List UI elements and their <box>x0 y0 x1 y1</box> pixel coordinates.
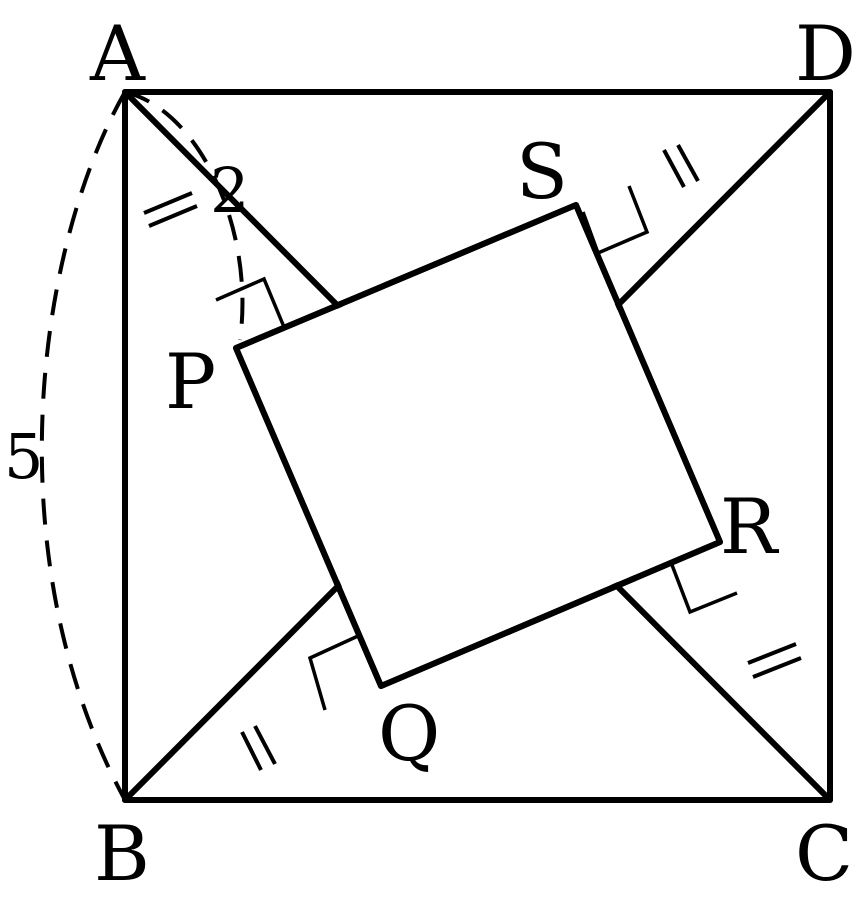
tick-marks-ap <box>143 191 198 228</box>
vertex-label-c: C <box>795 809 853 898</box>
right-angle-r <box>670 564 738 615</box>
dashed-arc-ap <box>124 90 245 341</box>
vertex-label-a: A <box>89 9 146 98</box>
segment-ap-label: 2 <box>210 154 249 227</box>
right-angle-q <box>307 634 359 711</box>
vertex-label-r: R <box>720 482 780 571</box>
side-length-label: 5 <box>4 420 43 493</box>
vertex-label-s: S <box>516 127 568 216</box>
vertex-label-p: P <box>165 337 216 426</box>
inner-square-outline <box>233 202 723 689</box>
vertex-label-q: Q <box>378 689 440 778</box>
dashed-arc-side-ab <box>39 91 127 801</box>
inner-square-fill <box>240 209 716 682</box>
tick-marks-bq <box>240 725 277 771</box>
tick-marks-rc <box>747 642 802 679</box>
right-angle-p <box>215 276 286 328</box>
vertex-label-b: B <box>94 809 150 898</box>
vertex-label-d: D <box>795 9 856 98</box>
tick-marks-sd <box>662 144 700 188</box>
right-angle-s <box>581 185 650 256</box>
